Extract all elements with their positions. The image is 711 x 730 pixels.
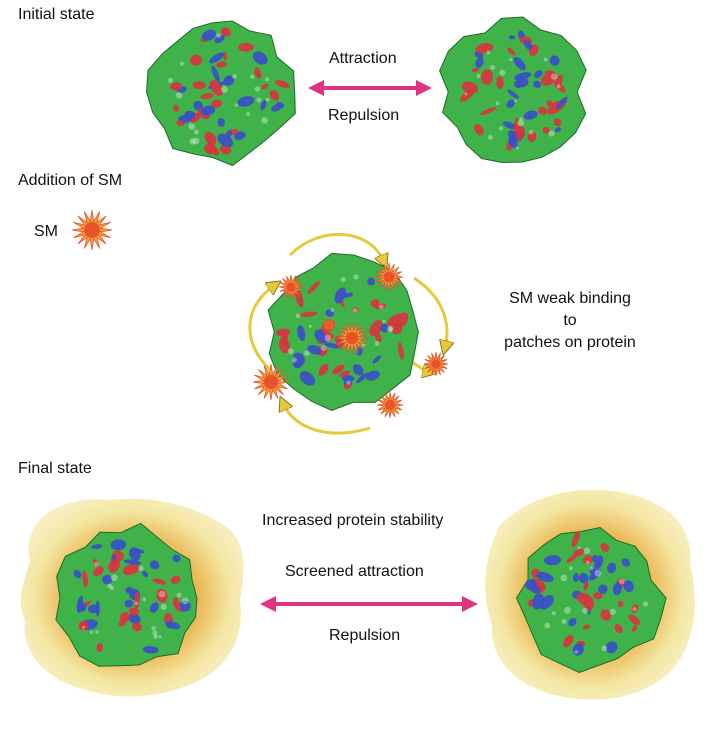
final-state-title: Final state: [18, 460, 92, 477]
sm-star-1: [278, 274, 304, 300]
sm-legend-label: SM: [34, 223, 58, 240]
protein-initial-left: [145, 20, 296, 167]
binding-line-2: to: [563, 312, 577, 329]
sm-star-3: [335, 321, 369, 355]
protein-final-right: [515, 526, 667, 673]
binding-line-1: SM weak binding: [509, 290, 631, 307]
sm-star-7: [376, 391, 404, 419]
protein-final-left: [55, 522, 198, 667]
stability-label: Increased protein stability: [262, 512, 444, 529]
attraction-label: Attraction: [329, 50, 397, 67]
sm-star-4: [321, 317, 337, 333]
sm-legend-star: [71, 209, 113, 251]
repulsion-label-initial: Repulsion: [328, 107, 400, 124]
screened-attraction-label: Screened attraction: [285, 563, 424, 580]
addition-title: Addition of SM: [18, 172, 123, 189]
initial-state-title: Initial state: [18, 6, 95, 23]
repulsion-label-final: Repulsion: [329, 627, 401, 644]
sm-star-2: [374, 262, 404, 292]
sm-star-5: [423, 351, 449, 377]
protein-initial-right: [439, 16, 587, 164]
sm-star-6: [252, 363, 290, 401]
binding-line-3: patches on protein: [504, 334, 636, 351]
